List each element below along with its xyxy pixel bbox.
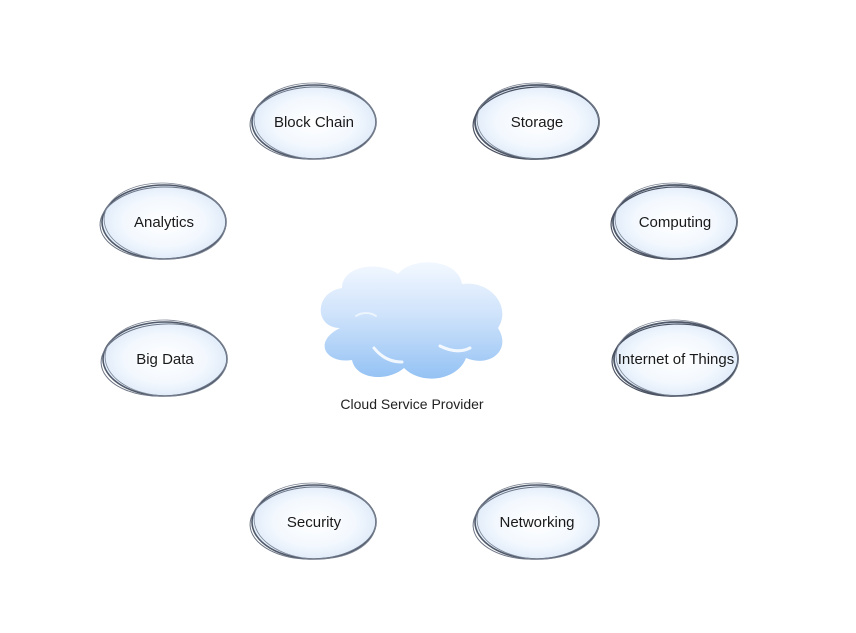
cloud-label: Cloud Service Provider: [340, 396, 484, 412]
node-label: Block Chain: [273, 113, 355, 131]
ellipse-shape: [610, 182, 738, 260]
node-label: Big Data: [136, 350, 194, 368]
node-label: Analytics: [133, 213, 195, 231]
node-label: Computing: [638, 213, 712, 231]
ellipse-shape: [100, 319, 228, 397]
ellipse-shape: [472, 82, 600, 160]
node-label: Networking: [499, 513, 575, 531]
ellipse-shape: [472, 482, 600, 560]
ellipse-shape: [611, 319, 739, 397]
node-block-chain[interactable]: Block Chain: [249, 82, 379, 162]
node-label: Storage: [510, 113, 564, 131]
cloud-icon[interactable]: [312, 262, 512, 384]
node-analytics[interactable]: Analytics: [99, 182, 229, 262]
node-label: Internet of Things: [617, 350, 735, 368]
node-internet-of-things[interactable]: Internet of Things: [611, 319, 741, 399]
node-networking[interactable]: Networking: [472, 482, 602, 562]
node-security[interactable]: Security: [249, 482, 379, 562]
node-computing[interactable]: Computing: [610, 182, 740, 262]
node-storage[interactable]: Storage: [472, 82, 602, 162]
ellipse-shape: [99, 182, 227, 260]
ellipse-shape: [249, 482, 377, 560]
node-big-data[interactable]: Big Data: [100, 319, 230, 399]
ellipse-shape: [249, 82, 377, 160]
node-label: Security: [286, 513, 342, 531]
